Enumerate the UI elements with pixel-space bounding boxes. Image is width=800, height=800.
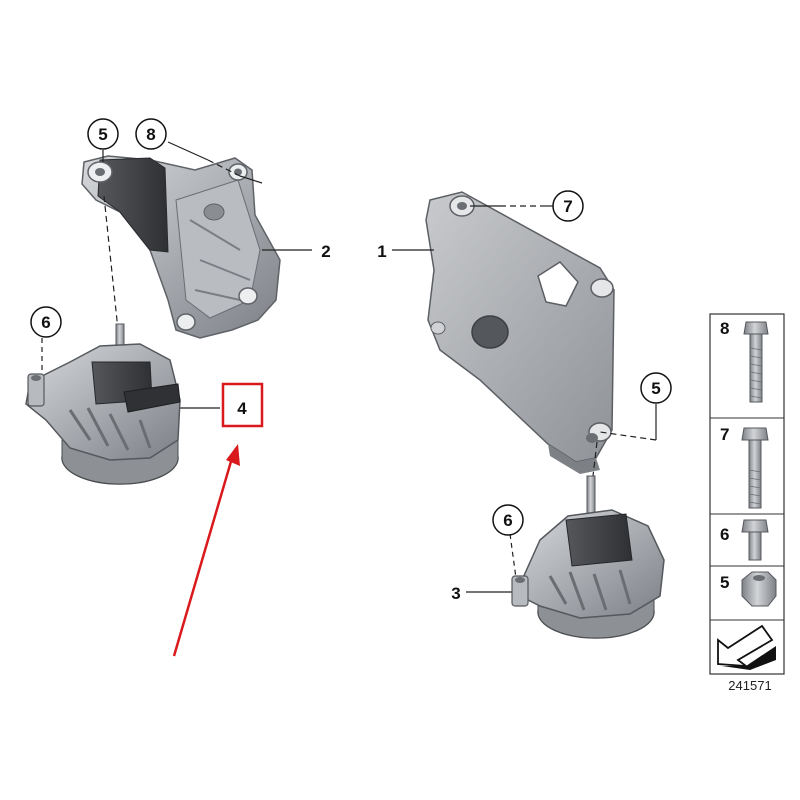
legend-item-nut-5: 5 [720, 571, 777, 607]
arrow-icon [717, 624, 776, 670]
engine-mount-left [25, 323, 181, 485]
part-label-2: 2 [321, 242, 330, 261]
legend-item-bolt-7: 7 [720, 425, 769, 509]
engine-bracket-left [81, 155, 281, 339]
legend-number: 8 [720, 319, 729, 338]
callout-6-right: 6 [492, 504, 524, 536]
part-label-3: 3 [451, 584, 460, 603]
callout-label: 7 [563, 197, 572, 216]
legend-number: 6 [720, 525, 729, 544]
engine-support-plate [425, 191, 615, 474]
callout-label: 6 [503, 511, 512, 530]
legend-number: 5 [720, 573, 729, 592]
guide-lines-right [392, 205, 657, 593]
callout-label: 5 [651, 379, 660, 398]
highlight-box-part-4: 4 [221, 382, 264, 428]
red-pointer-arrow-icon [172, 444, 240, 657]
callout-5-right: 5 [640, 372, 672, 404]
reference-number: 241571 [728, 678, 771, 693]
guide-lines-left [41, 141, 312, 409]
part-label-1: 1 [377, 242, 386, 261]
callout-label: 8 [146, 125, 155, 144]
legend-item-bolt-6: 6 [720, 519, 769, 561]
callout-label: 6 [41, 313, 50, 332]
callout-8-top-left: 8 [135, 118, 167, 150]
engine-mount-right [511, 475, 665, 639]
fastener-legend: 8 7 6 5 [709, 313, 785, 675]
callout-6-left: 6 [30, 306, 62, 338]
legend-number: 7 [720, 425, 729, 444]
callout-5-top-left: 5 [87, 118, 119, 150]
callout-7-right: 7 [552, 190, 584, 222]
part-label-4: 4 [237, 399, 247, 418]
legend-item-bolt-8: 8 [720, 319, 769, 403]
callout-label: 5 [98, 125, 107, 144]
